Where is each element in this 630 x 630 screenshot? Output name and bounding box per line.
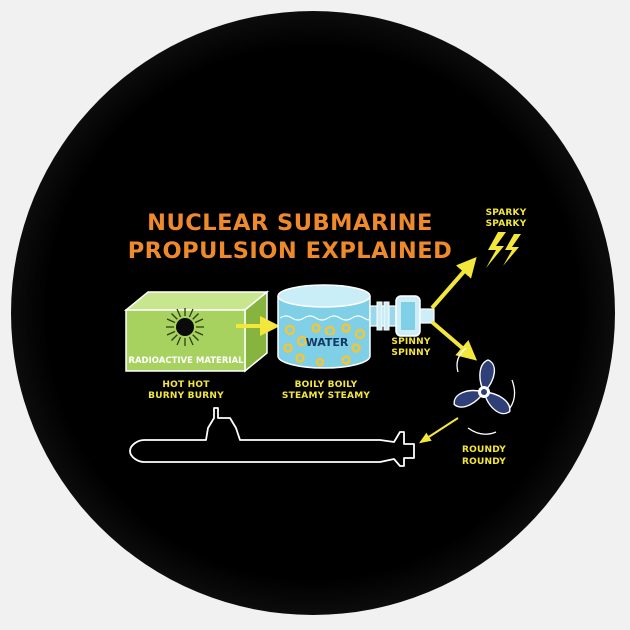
arrow-turbine-to-propeller (430, 320, 478, 361)
reactor-box: RADIOACTIVE MATERIAL (123, 290, 270, 373)
propeller-caption-line1: ROUNDY (462, 445, 506, 455)
electric-caption-line2: SPARKY (486, 219, 527, 229)
electric-caption-line1: SPARKY (486, 208, 527, 218)
turbine-icon (369, 295, 435, 337)
reactor-caption-line1: HOT HOT (162, 380, 210, 390)
radiation-burst-icon (166, 308, 204, 346)
water-tank-icon: WATER (277, 284, 377, 369)
turbine-caption-line1: SPINNY (391, 337, 430, 347)
reactor-caption-line2: BURNY BURNY (148, 391, 224, 401)
reactor-box-label: RADIOACTIVE MATERIAL (128, 356, 244, 366)
steam-bubbles (283, 323, 366, 367)
diagram-title-line1: NUCLEAR SUBMARINE (147, 210, 433, 236)
propeller-caption-line2: ROUNDY (462, 457, 506, 467)
water-caption-line1: BOILY BOILY (295, 380, 358, 390)
diagram-title-line2: PROPULSION EXPLAINED (128, 238, 453, 264)
water-tank-label: WATER (306, 336, 349, 349)
lightning-bolt-icon (486, 232, 521, 268)
arrow-turbine-to-generator (430, 256, 477, 310)
submarine-silhouette-icon (129, 407, 415, 467)
arrow-propeller-to-submarine (418, 417, 459, 444)
turbine-caption-line2: SPINNY (391, 348, 430, 358)
propeller-icon (453, 347, 516, 435)
water-caption-line2: STEAMY STEAMY (282, 391, 370, 401)
